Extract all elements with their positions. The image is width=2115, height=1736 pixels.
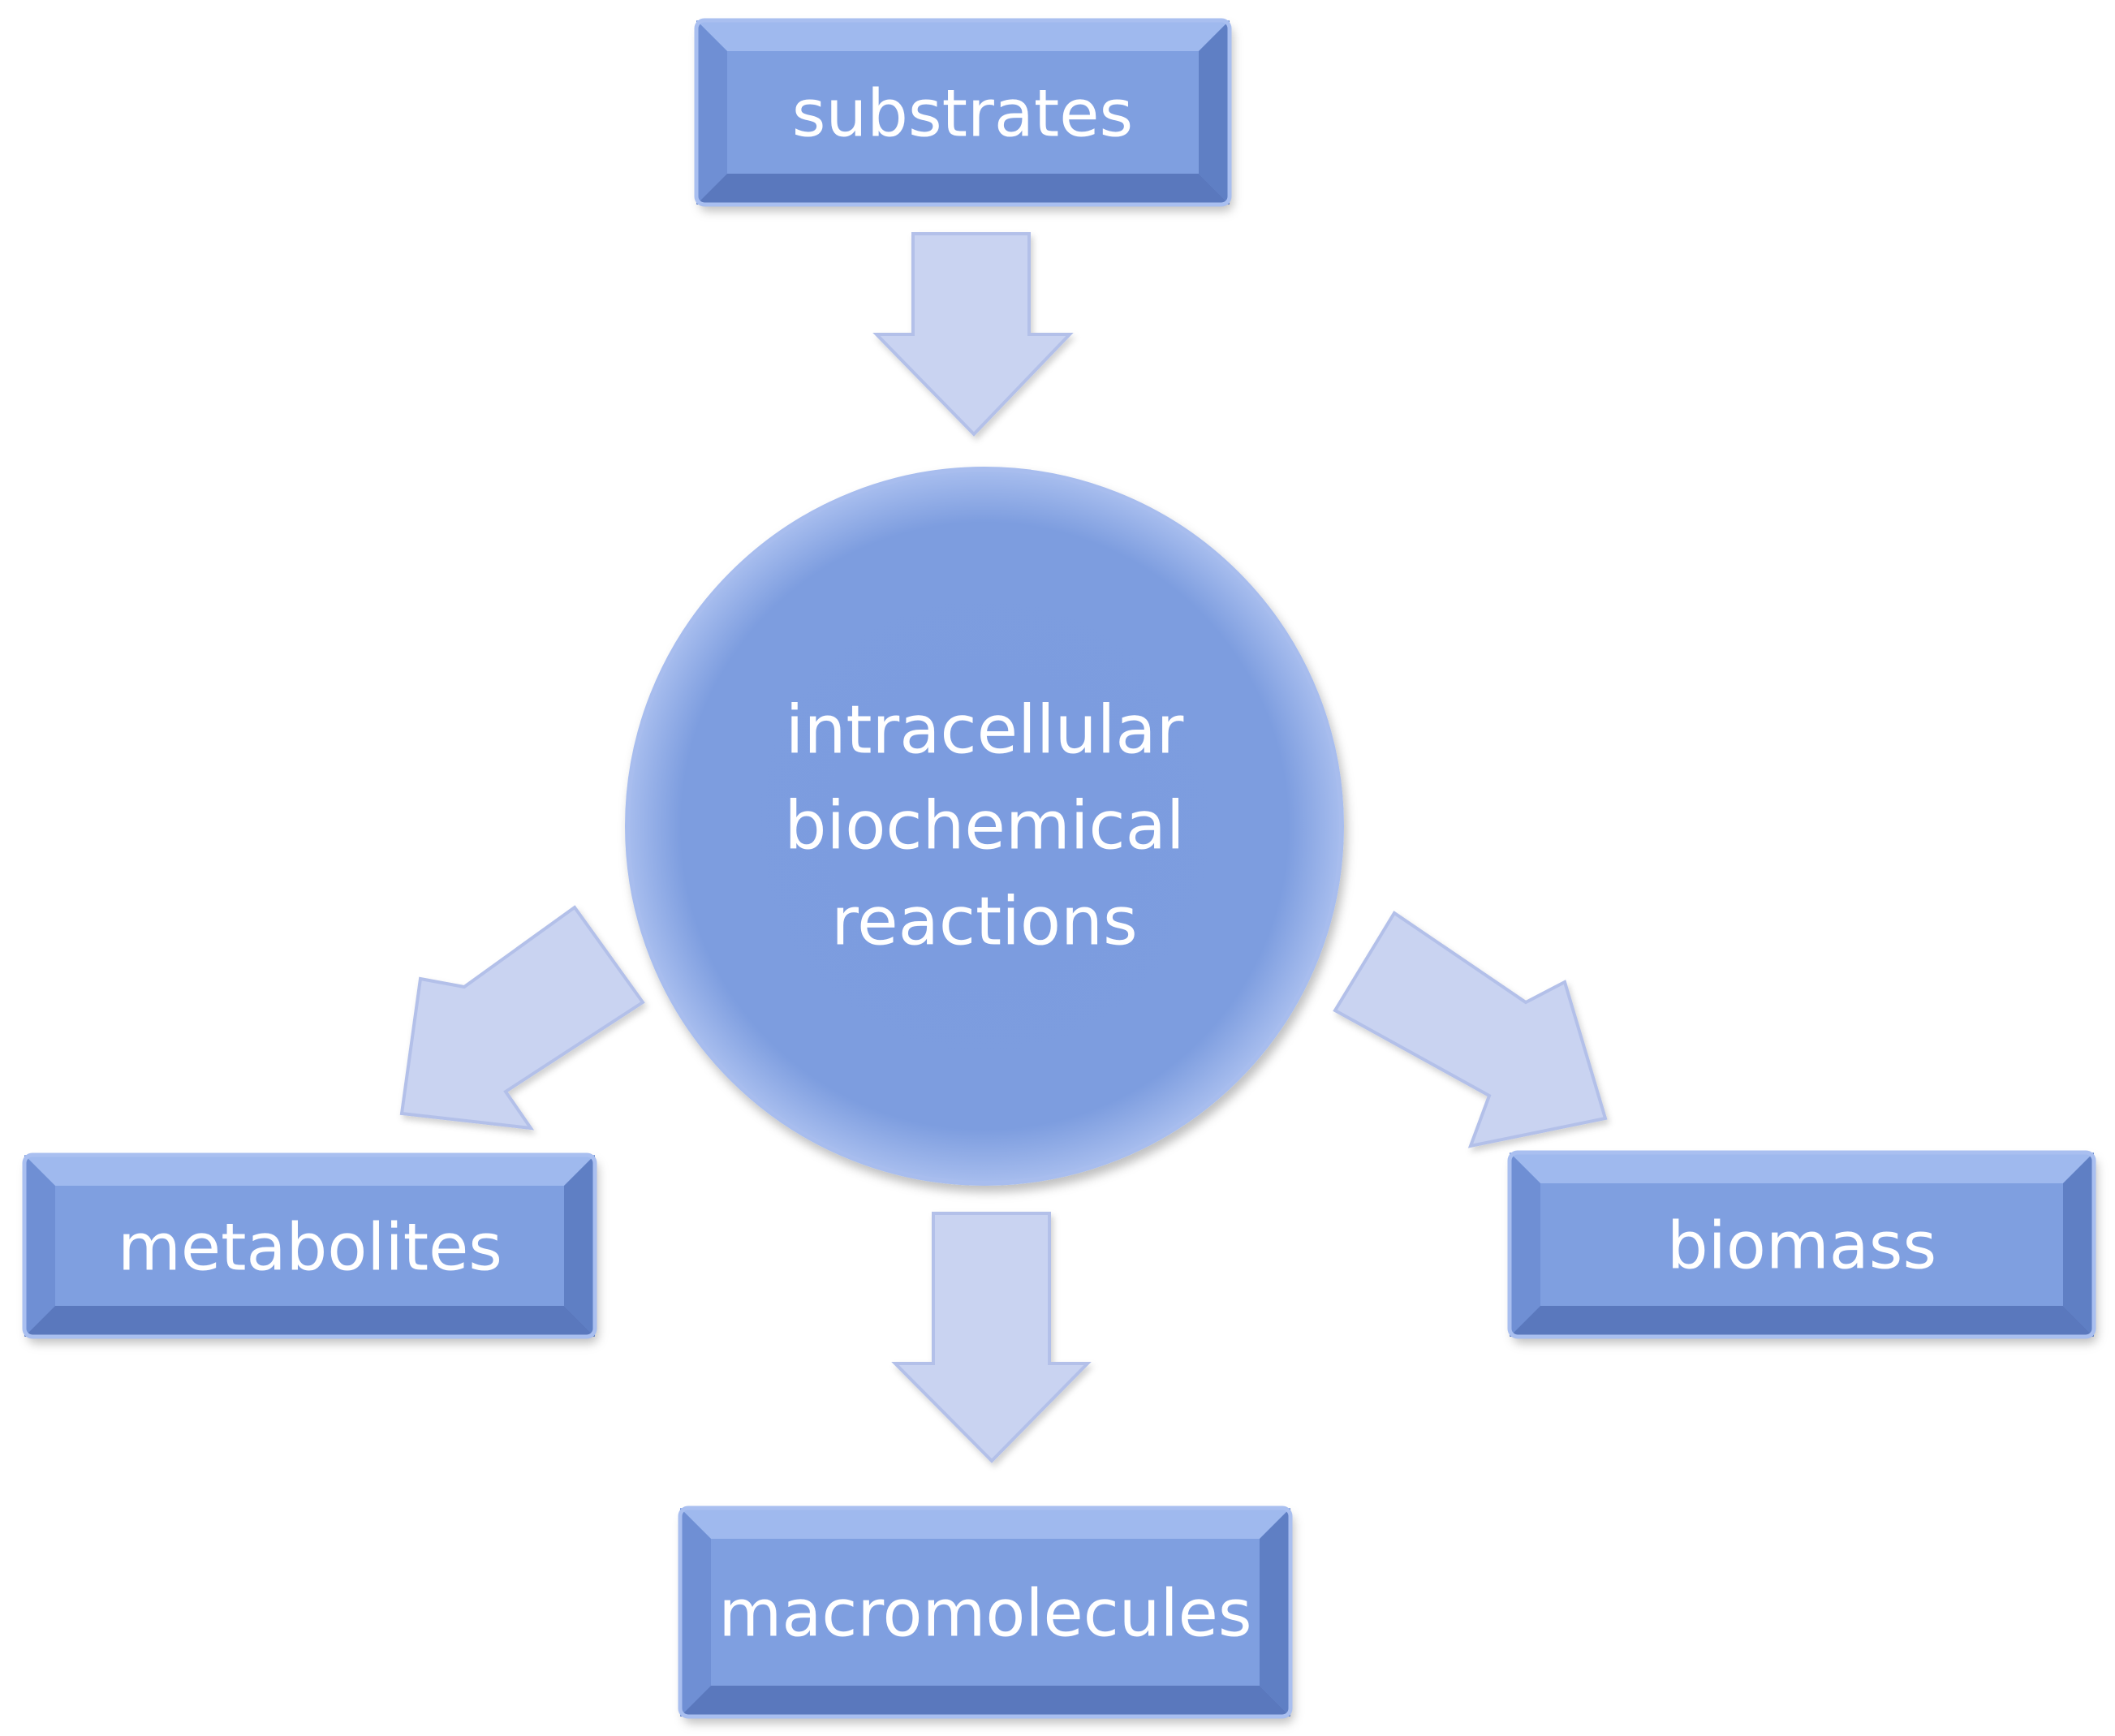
box-bevel-left [24,1155,55,1337]
box-bevel-bottom [1510,1306,2094,1337]
arrow-center-to-macromolecules [891,1212,1092,1463]
box-bevel-left [680,1508,711,1717]
box-outline [22,1152,597,1339]
box-bevel-right [2063,1152,2094,1337]
center-line-2: biochemical [784,788,1184,865]
node-metabolites [22,1152,597,1339]
box-bevel-bottom [696,174,1230,205]
biomass-label: biomass [1667,1208,1936,1284]
center-line-1: intracellular [786,692,1184,769]
box-outline [1507,1150,2096,1339]
box-bevel-right [564,1155,595,1337]
arrow-substrates-to-center [872,232,1074,437]
center-node: intracellular biochemical reactions [625,467,1344,1186]
node-biomass [1507,1150,2096,1339]
macromolecules-label: macromolecules [718,1576,1251,1652]
box-bevel-right [1199,20,1230,205]
node-substrates [694,18,1232,207]
box-face [1540,1183,2063,1306]
arrow-center-to-metabolites [399,905,645,1131]
box-face [55,1186,564,1306]
box-bevel-top [696,20,1230,51]
box-face [727,51,1199,174]
box-bevel-top [680,1508,1290,1539]
box-outline [694,18,1232,207]
center-line-3: reactions [831,884,1138,961]
box-bevel-top [24,1155,595,1186]
box-bevel-bottom [680,1686,1290,1717]
node-macromolecules [678,1506,1293,1719]
box-bevel-left [696,20,727,205]
metabolites-label: metabolites [118,1210,502,1286]
box-bevel-left [1510,1152,1540,1337]
box-bevel-top [1510,1152,2094,1183]
box-bevel-bottom [24,1306,595,1337]
arrow-center-to-biomass [1333,911,1608,1148]
box-face [711,1539,1260,1686]
box-bevel-right [1260,1508,1290,1717]
box-outline [678,1506,1293,1719]
substrates-label: substrates [792,76,1133,152]
